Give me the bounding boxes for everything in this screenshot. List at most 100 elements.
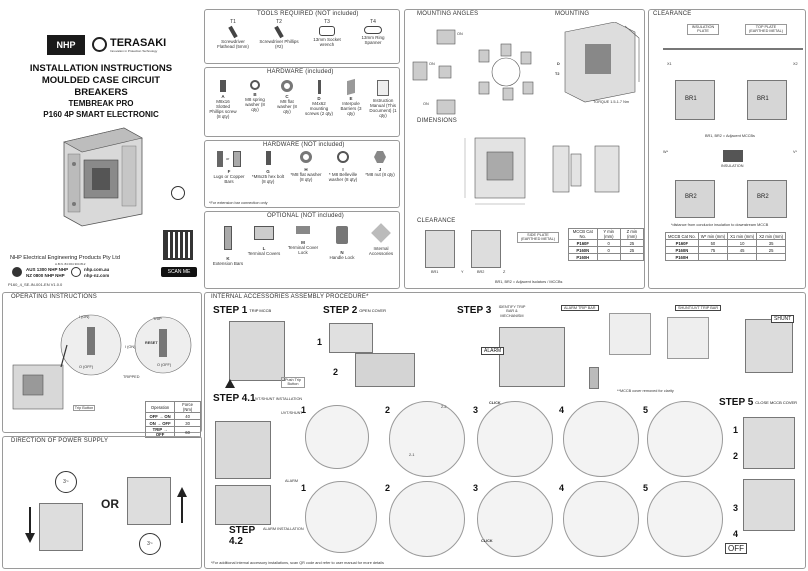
assembly-footnote: *For additional internal accessory insta…	[211, 561, 384, 565]
step5-num-2: 2	[733, 451, 739, 461]
on-label-2: ON	[429, 62, 435, 66]
hex-bolt-icon	[265, 151, 271, 165]
flat-washer-icon	[281, 80, 293, 92]
shunt-trip-bar-label: SHUNT/UVT TRIP BAR	[675, 305, 722, 312]
push-trip-label: Push Trip Button	[281, 377, 305, 388]
or-label: OR	[101, 497, 119, 511]
nut-icon	[374, 151, 386, 163]
alarm-label: ALARM	[481, 347, 505, 355]
arrow-down-icon	[25, 533, 35, 543]
screw-icon	[220, 80, 226, 92]
manual-icon	[377, 80, 389, 96]
handle-lock-icon	[336, 226, 348, 244]
reset-label: RESET	[145, 341, 158, 345]
mounting-diagram: T2 D TORQUE 1.5-1.7 Nm	[555, 21, 641, 112]
mounting-header: MOUNTING	[555, 11, 590, 17]
step2-mccb	[329, 323, 373, 353]
step5-num-3: 3	[733, 503, 739, 513]
step41-mccb	[215, 421, 271, 479]
tool-t3: T3 13mm Socket wrench	[313, 19, 341, 48]
step3-subtitle: IDENTIFY TRIP BAR & MECHANISM	[498, 305, 526, 318]
hardware-footnote: *For extension bar connection only	[209, 201, 268, 205]
step42-detail-2	[389, 481, 465, 557]
title-line-5: P160 4P SMART ELECTRONIC	[43, 110, 159, 119]
web-au[interactable]: nhp.com.au	[84, 267, 110, 272]
d-label: D	[557, 62, 560, 66]
tools-section: TOOLS REQUIRED (NOT included) T1 Screwdr…	[204, 9, 400, 64]
mccb-bottom-feed	[127, 477, 171, 525]
phone-au: AUS 1300 NHP NHP	[26, 267, 69, 272]
step2-num-2: 2	[333, 367, 339, 377]
tripped-label: TRIPPED	[123, 375, 140, 379]
step3-title: STEP 3	[457, 305, 492, 316]
copper-bar-icon	[233, 151, 241, 167]
screwdriver-phillips-icon	[274, 25, 284, 39]
trip-button-label: Trip Button	[73, 405, 95, 412]
title-line-3: BREAKERS	[74, 87, 128, 98]
o-off-label: O (OFF)	[79, 365, 94, 369]
step41-detail-2	[389, 401, 465, 477]
y-label: Y	[461, 270, 464, 274]
tool-t2: T2 Screwdriver Phillips (#2)	[259, 19, 299, 50]
step3-mccb-right	[745, 319, 793, 373]
side-plate-label: SIDE PLATE (EARTHED METAL)	[517, 232, 559, 243]
alarm-small-label: ALARM	[285, 479, 299, 483]
opt-item-internal: Internal Accessories	[363, 223, 399, 256]
trip-label: TRIP	[153, 317, 162, 321]
on-label-1: ON	[457, 32, 463, 36]
x2-label: X2	[793, 62, 798, 66]
row2-num-4: 4	[559, 483, 565, 493]
clearance2-header: CLEARANCE	[417, 218, 456, 224]
clearance-section: CLEARANCE INSULATION PLATE TOP PLATE (EA…	[648, 9, 806, 289]
dimensions-diagram	[445, 128, 635, 208]
i-on-label-2: I (ON)	[125, 345, 136, 349]
br2-label: BR2	[477, 270, 485, 274]
top-plate-label: TOP PLATE (EARTHED METAL)	[745, 24, 787, 35]
v-label: V*	[793, 150, 798, 154]
step42-mccb	[215, 485, 271, 525]
hw-item-h: H*M8 flat washer (8 qty)	[289, 151, 323, 182]
title-line-1: INSTALLATION INSTRUCTIONS	[29, 63, 173, 74]
web-nz[interactable]: nhp-nz.com	[84, 273, 110, 278]
row2-num-1: 1	[301, 483, 307, 493]
adjacent-label: BR1, BR2 = Adjacent MCCBs	[705, 134, 755, 138]
row1-num-5: 5	[643, 405, 649, 415]
company-name: NHP Electrical Engineering Products Pty …	[10, 255, 120, 261]
br2-left-label: BR2	[685, 194, 697, 200]
nhp-logo: NHP	[47, 35, 85, 55]
scan-me-badge[interactable]: SCAN ME	[161, 267, 197, 277]
row1-num-2: 2	[385, 405, 391, 415]
company-abn: A.B.N. 84 004 304 812	[55, 262, 86, 266]
qr-code-icon[interactable]	[163, 230, 193, 260]
flat-washer-icon	[300, 151, 312, 163]
alarm-accessory	[589, 367, 599, 389]
mounting-angle-diagram: ON ON ON	[409, 22, 549, 120]
br1-right-label: BR1	[757, 96, 769, 102]
step1-mccb	[229, 321, 285, 381]
x1-label: X1	[667, 62, 672, 66]
t2-label: T2	[555, 72, 560, 76]
interpole-barrier-icon	[347, 78, 355, 96]
step41-detail-1	[305, 405, 369, 469]
row1-num-3: 3	[473, 405, 479, 415]
globe-icon	[71, 267, 81, 277]
mounting-screw-icon	[317, 80, 321, 94]
step41-detail-3	[477, 401, 553, 477]
screwdriver-flat-icon	[228, 25, 238, 39]
mccb-product-image	[54, 124, 146, 228]
row2-num-5: 5	[643, 483, 649, 493]
row1-num-1: 1	[301, 405, 307, 415]
dimensions-header: DIMENSIONS	[417, 118, 458, 124]
belleville-washer-icon	[337, 151, 349, 163]
power-header: DIRECTION OF POWER SUPPLY	[11, 438, 109, 444]
